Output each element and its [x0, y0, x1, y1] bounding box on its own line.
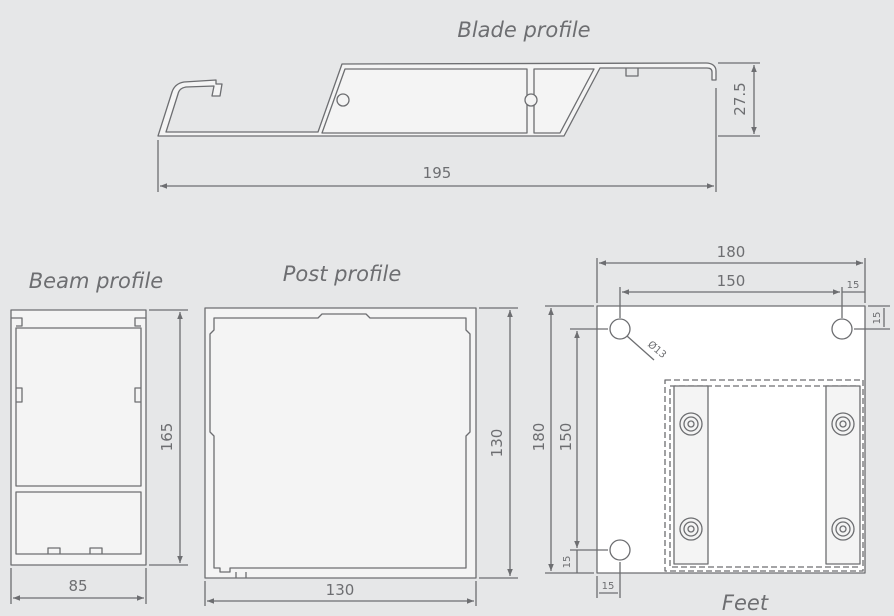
feet-post-footprint-inner-dashed — [669, 385, 859, 568]
beam-outline — [10, 309, 147, 566]
post-profile — [204, 307, 477, 579]
feet-hole-top-left — [609, 318, 631, 340]
feet-hole-bottom-left — [609, 539, 631, 561]
post-inner-contour — [209, 313, 471, 573]
feet-top-right-offset-label: 15 — [847, 280, 860, 291]
feet-title: Feet — [722, 591, 769, 615]
feet-bolts — [679, 412, 855, 541]
feet-hole-spacing-x-label: 150 — [717, 272, 746, 290]
feet-left-bottom-offset-label: 15 — [562, 556, 573, 569]
feet-bracket-right — [825, 385, 861, 565]
blade-clip — [625, 68, 639, 77]
post-height-label: 130 — [488, 429, 506, 458]
feet-right-offset-label: 15 — [872, 312, 883, 325]
feet-outer-height-dimension — [545, 305, 594, 574]
beam-profile — [10, 309, 147, 566]
beam-height-dimension — [149, 309, 188, 566]
beam-inner-lower — [15, 491, 142, 555]
feet-right-offset-dimension — [854, 305, 890, 330]
blade-height-dimension — [718, 62, 760, 137]
blade-profile-title: Blade profile — [457, 18, 590, 42]
blade-screw-channel-mid — [524, 93, 538, 107]
feet-hole-spacing-x-dimension — [619, 287, 865, 318]
blade-outline — [157, 62, 717, 137]
feet-bottom-offset-label: 15 — [602, 581, 615, 592]
blade-height-label: 27.5 — [731, 82, 749, 115]
beam-width-dimension — [10, 568, 147, 604]
blade-width-dimension — [157, 88, 717, 192]
post-width-label: 130 — [326, 581, 355, 599]
blade-inner-chamber-right — [533, 68, 595, 134]
feet-hole-top-right — [831, 318, 853, 340]
blade-width-label: 195 — [423, 164, 452, 182]
post-profile-title: Post profile — [283, 262, 402, 286]
feet-outer-height-label: 180 — [530, 423, 548, 452]
beam-bottom-slots — [47, 547, 103, 554]
feet-outer-width-dimension — [596, 258, 866, 303]
feet-outer-width-label: 180 — [717, 243, 746, 261]
beam-inner-upper — [15, 327, 142, 487]
beam-profile-title: Beam profile — [29, 269, 163, 293]
feet-bottom-offset-dimension — [596, 562, 621, 598]
blade-inner-chamber-left — [321, 68, 528, 134]
feet-hole-spacing-y-dimension — [570, 328, 608, 573]
blade-screw-channel-left — [336, 93, 350, 107]
feet-outline — [596, 305, 866, 574]
post-height-dimension — [479, 307, 518, 579]
feet-bracket-left — [673, 385, 709, 565]
post-width-dimension — [204, 581, 477, 606]
beam-side-grooves — [16, 387, 141, 403]
feet-post-footprint-dashed — [664, 379, 864, 572]
feet-plate — [596, 305, 866, 574]
beam-height-label: 165 — [158, 423, 176, 452]
beam-top-slots — [11, 317, 146, 327]
post-bottom-slot — [235, 572, 247, 578]
feet-hole-spacing-y-label: 150 — [557, 423, 575, 452]
beam-width-label: 85 — [68, 577, 87, 595]
post-outline — [204, 307, 477, 579]
feet-hole-diameter-leader — [626, 335, 655, 361]
blade-profile — [157, 62, 717, 137]
